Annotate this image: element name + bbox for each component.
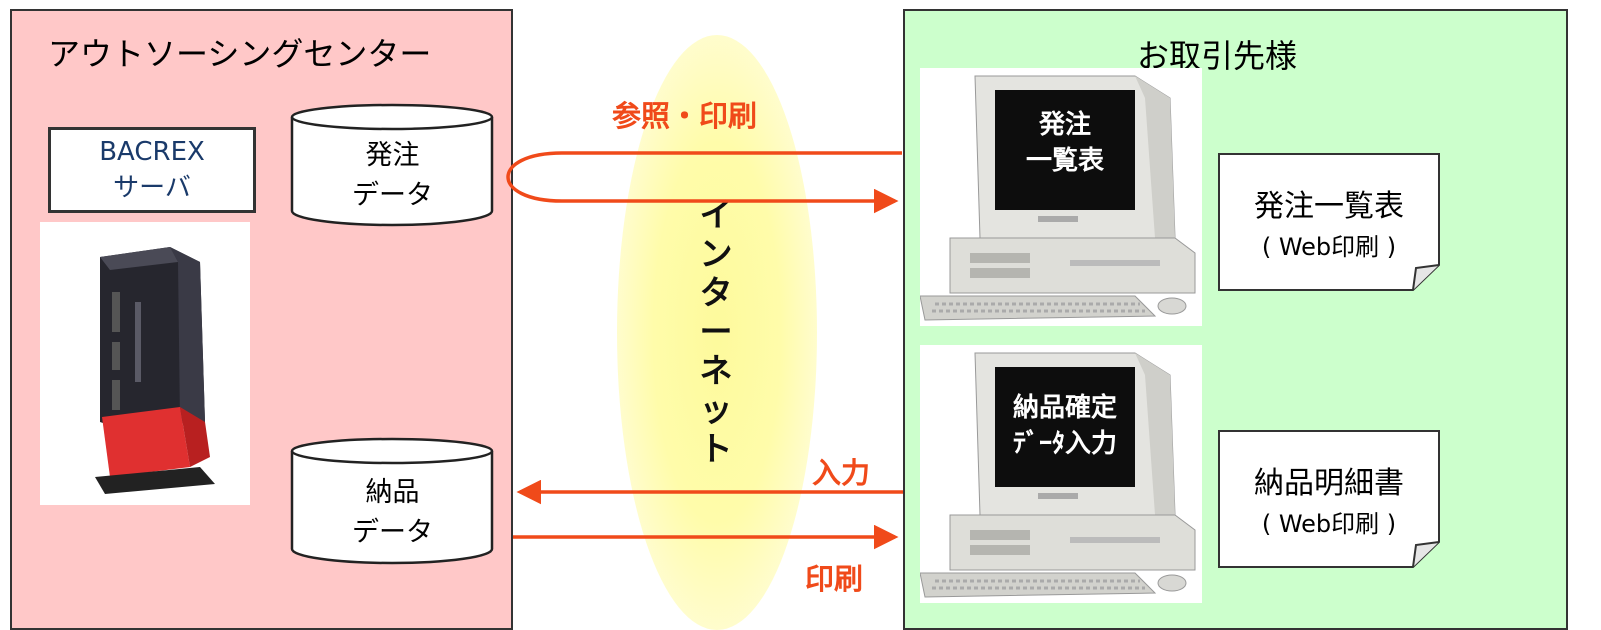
internet-char: ト [699,429,733,468]
database-icon [290,103,494,227]
internet-label: イ ン タ ー ネ ッ ト [686,195,746,468]
server-tower-image [40,222,250,505]
computer-icon [919,345,1202,603]
internet-char: ッ [699,390,733,429]
internet-char: ン [699,234,733,273]
database-icon [290,437,494,565]
order-data-database: 発注 データ [290,103,495,228]
internet-char: ネ [699,351,733,390]
delivery-statement-subtitle: ( Web印刷 ) [1261,510,1397,538]
document-icon [1218,153,1440,291]
delivery-statement-document: 納品明細書 ( Web印刷 ) [1218,430,1440,568]
reference-print-label: 参照・印刷 [612,99,758,133]
document-icon [1218,430,1440,568]
internet-char: ー [699,312,733,351]
print-label: 印刷 [805,562,864,596]
delivery-data-line1: 納品 [365,477,420,508]
pc2-screen-line2: ﾃﾞｰﾀ入力 [1012,429,1117,459]
delivery-data-line2: データ [352,517,433,548]
client-pc-delivery-input: 納品確定 ﾃﾞｰﾀ入力 [919,345,1202,603]
server-tower-icon [95,247,215,494]
internet-cloud [617,35,817,630]
internet-char: タ [699,273,733,312]
computer-icon [919,68,1202,326]
pc1-screen-line1: 発注 [1038,110,1091,140]
server-subtitle: サーバ [113,173,191,203]
order-data-line2: データ [352,180,433,211]
order-list-document-subtitle: ( Web印刷 ) [1261,233,1397,261]
reference-print-loop-arrow [506,151,902,214]
input-label: 入力 [812,456,871,490]
client-pc-order-list: 発注 一覧表 [919,68,1202,326]
pc2-screen-line1: 納品確定 [1012,393,1117,423]
bacrex-server-label: BACREX サーバ [48,127,256,213]
order-list-document: 発注一覧表 ( Web印刷 ) [1218,153,1440,291]
outsourcing-center-title: アウトソーシングセンター [48,35,432,73]
delivery-statement-title: 納品明細書 [1254,466,1404,501]
delivery-data-database: 納品 データ [290,437,495,567]
pc1-screen-line2: 一覧表 [1025,146,1104,176]
order-list-document-title: 発注一覧表 [1254,189,1404,224]
server-name: BACREX [99,137,205,167]
order-data-line1: 発注 [365,140,420,171]
